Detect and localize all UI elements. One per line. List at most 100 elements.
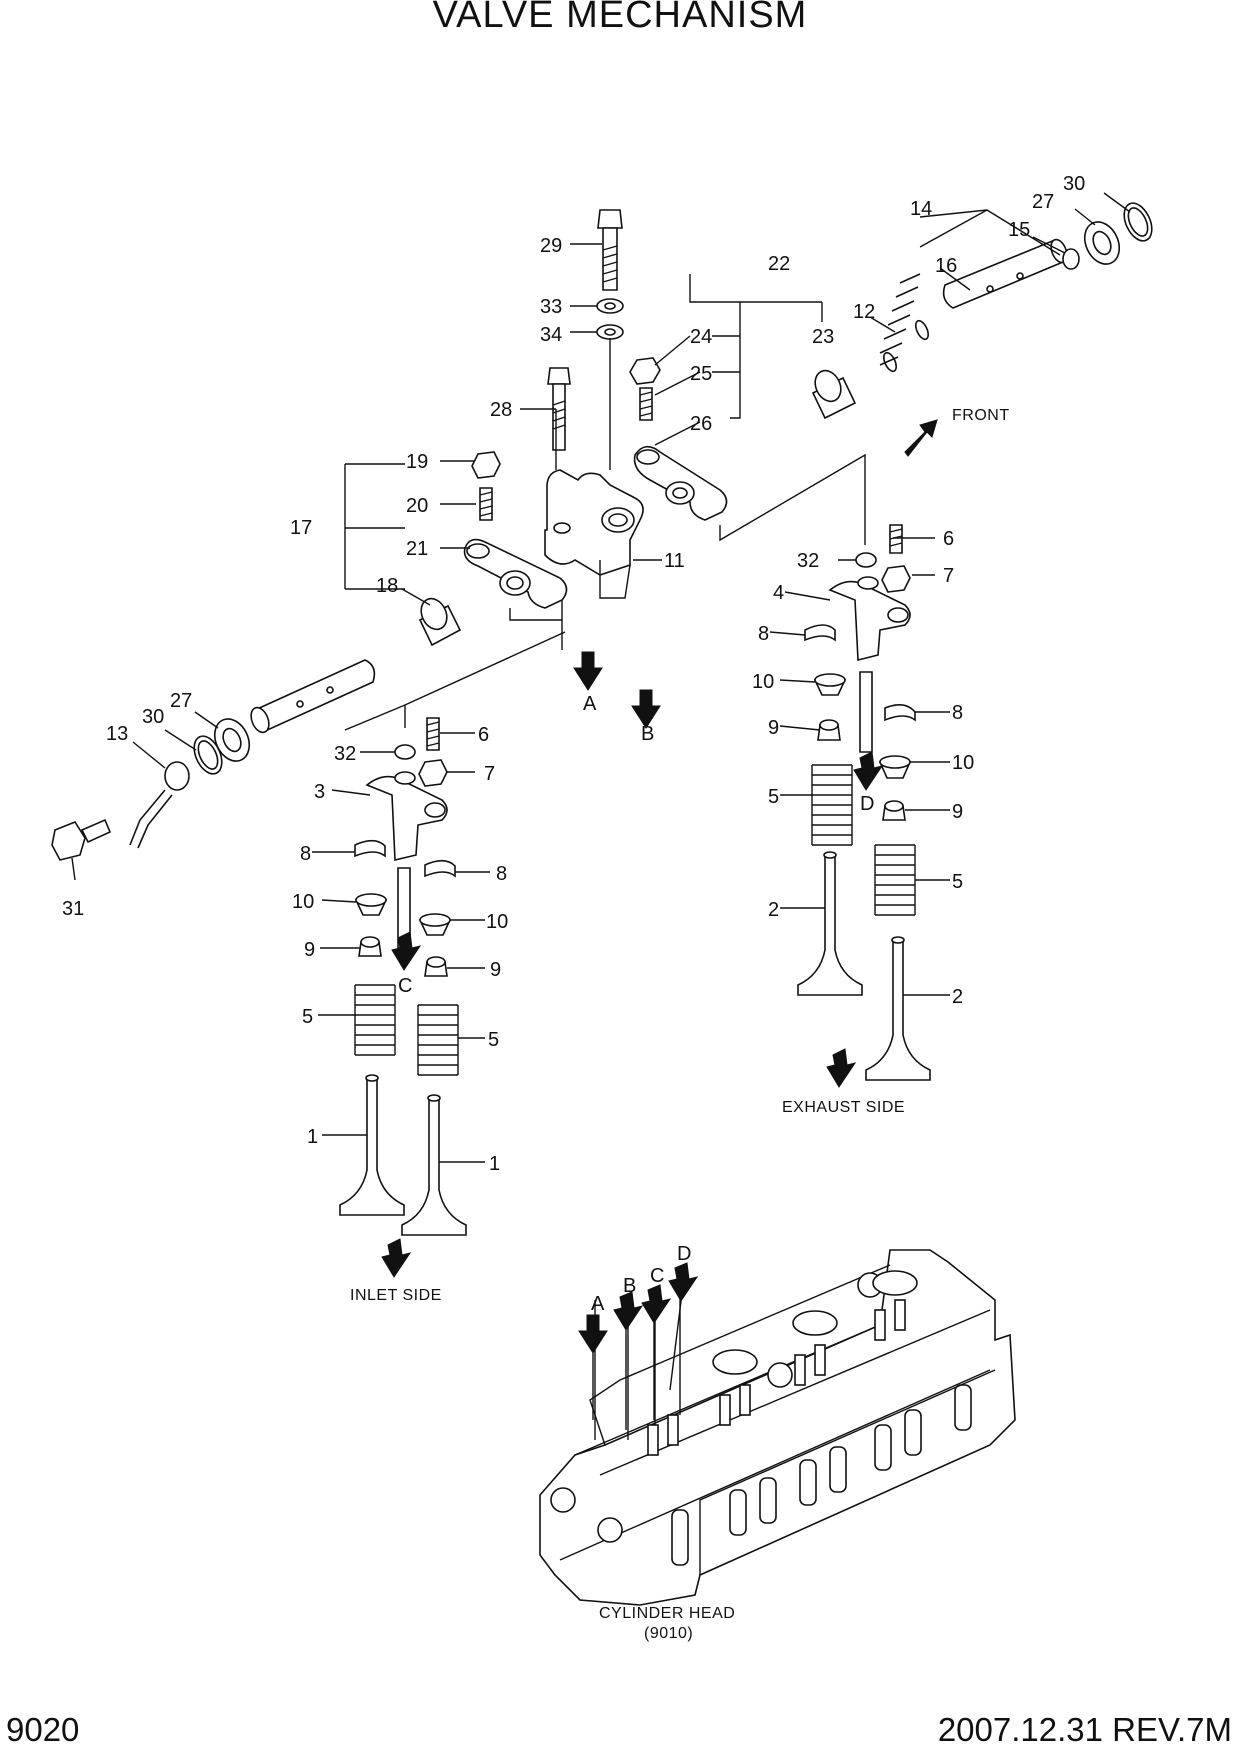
- ref-marker-d-head: D: [677, 1243, 691, 1265]
- callout-7-exhaust: 7: [943, 565, 954, 587]
- callout-13: 13: [106, 723, 128, 745]
- ref-arrow-b-head: [613, 1291, 644, 1430]
- callout-9-exhaust-a: 9: [768, 717, 779, 739]
- arrow-front: [904, 419, 938, 457]
- callout-7-inlet: 7: [484, 763, 495, 785]
- callout-27-front: 27: [170, 690, 192, 712]
- retainer-10-inlet-b: [418, 913, 452, 936]
- retainer-10-exhaust-a: [813, 673, 847, 696]
- callout-25: 25: [690, 363, 712, 385]
- ref-arrow-d-top: [853, 751, 884, 791]
- spring-5-exhaust-a: [811, 764, 853, 846]
- callout-2-exhaust-a: 2: [768, 899, 779, 921]
- callout-12: 12: [853, 301, 875, 323]
- rocker-shaft-front: [250, 659, 376, 734]
- ref-marker-b-top: B: [641, 723, 654, 745]
- callout-32-inlet: 32: [334, 743, 356, 765]
- callout-10-exhaust-b: 10: [952, 752, 974, 774]
- ref-marker-b-head: B: [623, 1275, 636, 1297]
- callout-8-exhaust-a: 8: [758, 623, 769, 645]
- callout-8-inlet-b: 8: [496, 863, 507, 885]
- valve-stems-cluster: [647, 1270, 918, 1456]
- bolt-29: [597, 209, 623, 291]
- ref-arrow-c-head: [641, 1284, 672, 1420]
- ref-arrow-d-head: [668, 1262, 699, 1391]
- spring-12: [879, 273, 929, 373]
- arrow-exhaust-side: [826, 1048, 857, 1088]
- callout-10-inlet-a: 10: [292, 891, 314, 913]
- ref-arrow-b-top: [631, 689, 661, 729]
- callout-1-inlet-a: 1: [307, 1126, 318, 1148]
- leader-lines: [71, 192, 1131, 1163]
- collet-8-exhaust-b: [884, 704, 916, 722]
- snap-ring-30-rear: [1123, 202, 1153, 242]
- callout-21: 21: [406, 538, 428, 560]
- caption-front: FRONT: [952, 407, 1010, 424]
- spacer-23: [811, 369, 857, 420]
- nut-7-exhaust: [881, 565, 911, 593]
- ref-marker-c-head: C: [650, 1265, 664, 1287]
- callout-27: 27: [1032, 191, 1054, 213]
- cap-32-exhaust: [855, 552, 877, 568]
- callout-9-inlet-a: 9: [304, 939, 315, 961]
- nut-7-inlet: [418, 759, 448, 787]
- cylinder-head: [539, 1249, 1016, 1606]
- collet-8-exhaust-a: [804, 624, 836, 642]
- seal-9-inlet-a: [358, 936, 382, 957]
- adjust-screw-20: [479, 487, 493, 521]
- callout-24: 24: [690, 326, 712, 348]
- spacer-18: [418, 597, 462, 647]
- callout-4: 4: [773, 582, 784, 604]
- ref-marker-a-head: A: [591, 1293, 605, 1315]
- rocker-arm-upper-left: [463, 538, 568, 609]
- callout-15: 15: [1008, 219, 1030, 241]
- callout-19: 19: [406, 451, 428, 473]
- banjo-bolt-31: [51, 818, 112, 861]
- valve-1-inlet-b: [401, 1094, 467, 1236]
- callout-26: 26: [690, 413, 712, 435]
- callout-5-exhaust-a: 5: [768, 786, 779, 808]
- callout-6-inlet: 6: [478, 724, 489, 746]
- rocker-shaft-rear: [942, 238, 1068, 309]
- guide-exhaust: [859, 671, 873, 753]
- snap-ring-30-front: [193, 735, 223, 775]
- callout-20: 20: [406, 495, 428, 517]
- callout-8-inlet-a: 8: [300, 843, 311, 865]
- retainer-10-inlet-a: [354, 893, 388, 916]
- adjust-screw-25: [639, 387, 653, 421]
- rocker-bracket-11: [544, 469, 644, 599]
- caption-exhaust-side: EXHAUST SIDE: [782, 1099, 905, 1116]
- plug-15: [1062, 248, 1080, 270]
- bridge-3: [365, 771, 448, 862]
- callout-3: 3: [314, 781, 325, 803]
- nut-19: [471, 451, 501, 479]
- cap-32-inlet: [394, 744, 416, 760]
- washer-34: [596, 324, 624, 340]
- spring-5-inlet-a: [354, 984, 396, 1056]
- callout-11: 11: [664, 550, 685, 572]
- spring-5-exhaust-b: [874, 844, 916, 916]
- callout-9-exhaust-b: 9: [952, 801, 963, 823]
- callout-6-exhaust: 6: [943, 528, 954, 550]
- washer-33: [596, 298, 624, 314]
- seal-9-exhaust-a: [817, 719, 841, 741]
- ref-arrow-a-head: [578, 1314, 608, 1420]
- callout-numbers: 30 27 14 15 16 29 22 33 34 24 23 12 25 2…: [62, 173, 1085, 1175]
- caption-inlet-side: INLET SIDE: [350, 1287, 442, 1304]
- collet-8-inlet-a: [354, 839, 386, 858]
- rocker-arm-upper-right: [633, 445, 728, 521]
- screw-6-exhaust: [889, 524, 903, 554]
- callout-8-exhaust-b: 8: [952, 702, 963, 724]
- seal-9-exhaust-b: [882, 800, 906, 821]
- callout-14: 14: [910, 198, 932, 220]
- callout-34: 34: [540, 324, 562, 346]
- seal-9-inlet-b: [424, 956, 448, 977]
- callout-18: 18: [376, 575, 398, 597]
- ref-marker-a-top: A: [583, 693, 597, 715]
- oil-pipe-13: [129, 761, 190, 849]
- valve-2-exhaust-a: [797, 851, 863, 996]
- arrow-inlet-side: [381, 1238, 412, 1278]
- ref-marker-d-top: D: [860, 793, 874, 815]
- nut-24: [629, 357, 661, 385]
- spring-5-inlet-b: [417, 1004, 459, 1076]
